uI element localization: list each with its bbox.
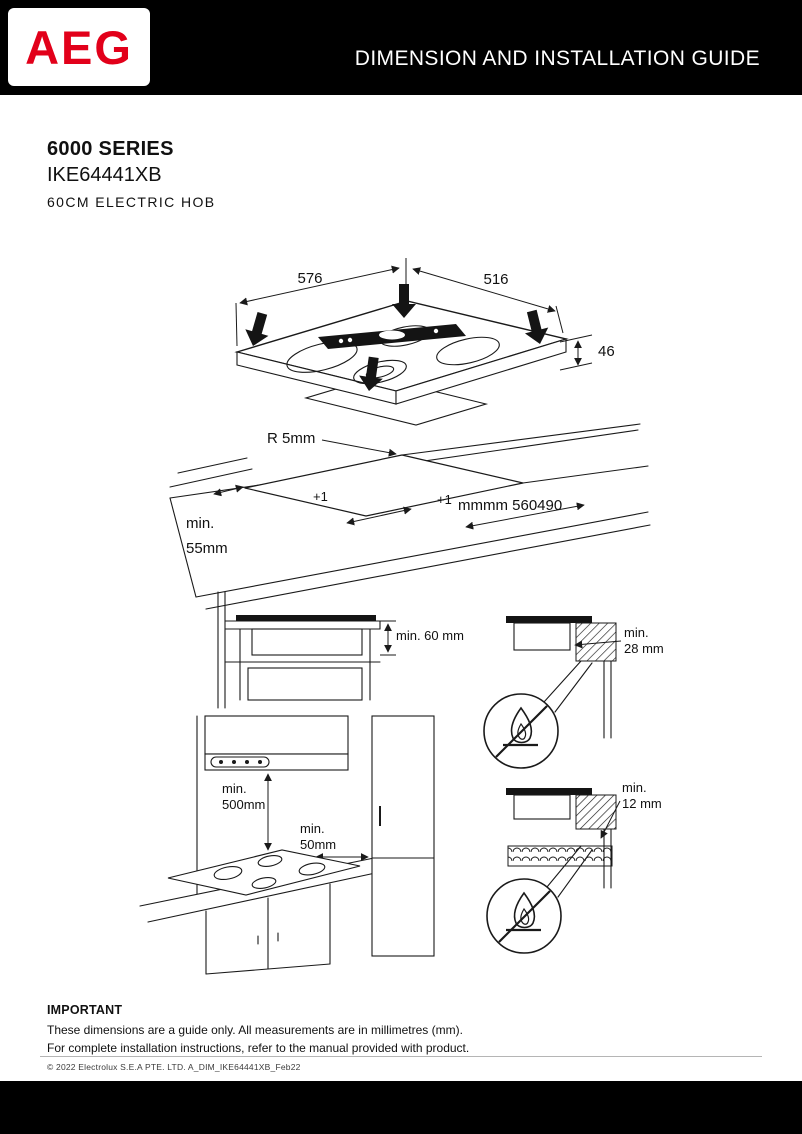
model-number: IKE64441XB [47, 164, 162, 186]
shelf-clearance-diagram: min. 12 mm [486, 780, 662, 954]
insulation-shelf [507, 845, 613, 867]
important-line-2: For complete installation instructions, … [47, 1041, 470, 1055]
document-title: DIMENSION AND INSTALLATION GUIDE [354, 47, 760, 70]
hood-min-value: 500mm [222, 797, 265, 812]
cutout-radius-label: R 5mm [267, 430, 315, 447]
side-panel-min-value: 28 mm [624, 641, 664, 656]
series-title: 6000 SERIES [47, 138, 174, 160]
fire-warning-icon [486, 845, 593, 954]
fire-warning-icon [483, 660, 593, 769]
important-line-1: These dimensions are a guide only. All m… [47, 1023, 463, 1037]
hob-depth-label: 516 [483, 271, 508, 288]
hood-min-label: min. [222, 781, 247, 796]
hob-height-label: 46 [598, 343, 615, 360]
cooker-hood [204, 753, 349, 771]
side-gap-min-value: 50mm [300, 837, 336, 852]
important-section: IMPORTANT These dimensions are a guide o… [47, 1003, 707, 1059]
hob-top-view-diagram: 576 516 46 [234, 258, 615, 426]
hob-width-label: 576 [297, 270, 322, 287]
cutout-size-label: mmmm 560490 [458, 497, 562, 514]
aeg-logo: AEG [8, 8, 150, 86]
hood-clearance-diagram: min. 500mm min. 50mm [139, 715, 435, 975]
aeg-logo-text: AEG [25, 20, 133, 74]
footer-divider [40, 1056, 762, 1057]
side-panel-min-label: min. [624, 625, 649, 640]
side-gap-min-label: min. [300, 821, 325, 836]
clearance-below-diagram: min. 60 mm [217, 591, 464, 709]
important-title: IMPORTANT [47, 1003, 123, 1017]
hatched-panel [575, 794, 617, 830]
side-panel-diagram: min. 28 mm [483, 616, 664, 769]
installation-diagrams: 576 516 46 R 5mm +1 [139, 258, 664, 975]
cutout-min-value: 55mm [186, 540, 228, 557]
clearance-below-label: min. 60 mm [396, 628, 464, 643]
shelf-min-label: min. [622, 780, 647, 795]
cutout-min-label: min. [186, 515, 214, 532]
copyright-text: © 2022 Electrolux S.E.A PTE. LTD. A_DIM_… [47, 1062, 301, 1072]
product-description: 60CM ELECTRIC HOB [47, 194, 216, 210]
footer-bar [0, 1081, 802, 1134]
tall-cabinet [371, 715, 435, 957]
cutout-tolerance-b-label: +1 [437, 492, 452, 507]
cutout-diagram: R 5mm +1 +1 mmmm 560490 min. 55mm [169, 423, 651, 610]
shelf-min-value: 12 mm [622, 796, 662, 811]
cutout-tolerance-a-label: +1 [313, 489, 328, 504]
header-bar: AEG DIMENSION AND INSTALLATION GUIDE [0, 0, 802, 95]
control-bar [318, 324, 466, 349]
